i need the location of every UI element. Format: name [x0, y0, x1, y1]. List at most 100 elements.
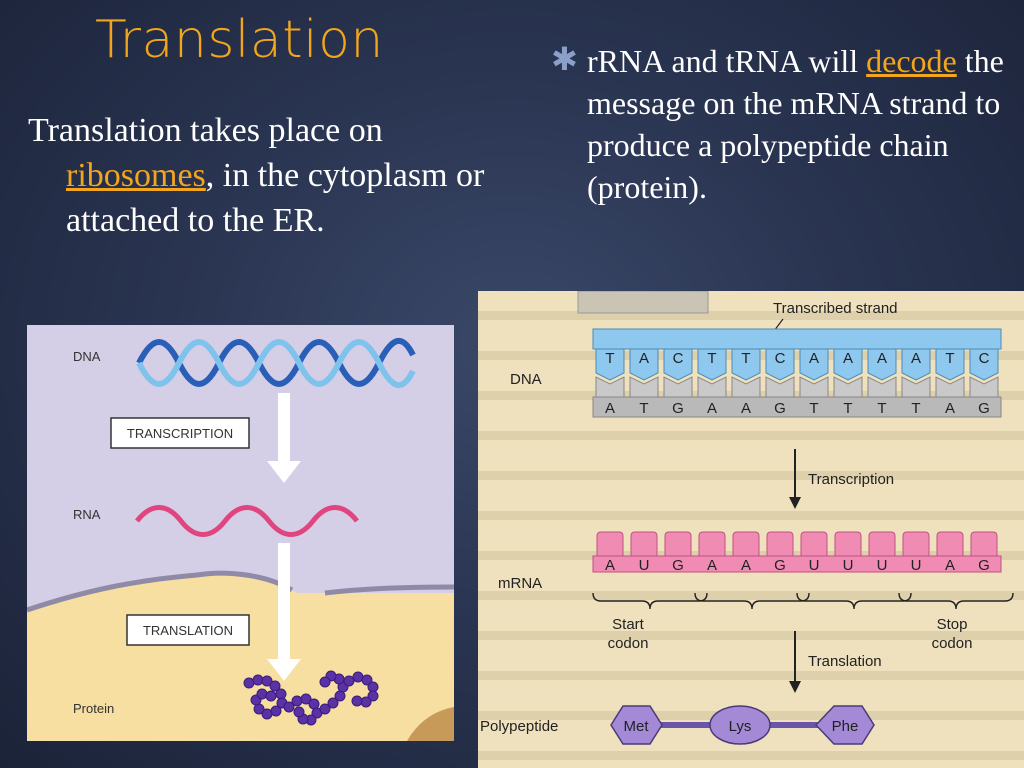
- cell-corner: [407, 707, 454, 741]
- codon-diagram: Transcribed strand TAATCGTATACGATATATATT…: [478, 291, 1024, 768]
- transcribed-strand-label: Transcribed strand: [773, 300, 898, 317]
- dna-top-base: [765, 348, 795, 381]
- mrna-base-letter: U: [809, 557, 820, 574]
- dna-bottom-base: [799, 376, 829, 398]
- mrna-base: [732, 531, 760, 557]
- mrna-label: mRNA: [498, 575, 542, 592]
- dna-bottom-backbone: [592, 396, 1002, 418]
- mrna-base: [936, 531, 964, 557]
- mrna-base: [834, 531, 862, 557]
- protein-chain: [243, 670, 379, 726]
- met-label: Met: [623, 718, 649, 735]
- dna-bottom-base-letter: T: [843, 400, 852, 417]
- dna-bottom-base-letter: A: [605, 400, 615, 417]
- protein-label: Protein: [73, 701, 114, 716]
- phe-amino-acid: [814, 705, 875, 745]
- dna-bottom-base-letter: G: [672, 400, 684, 417]
- header-tab: [577, 291, 709, 314]
- translation-label: TRANSLATION: [143, 623, 233, 638]
- mrna-base-letter: U: [911, 557, 922, 574]
- left-text-pre: Translation takes place on: [28, 112, 383, 149]
- dna-top-base-letter: T: [707, 350, 716, 367]
- dna-bottom-base-letter: G: [774, 400, 786, 417]
- down-arrow-icon: [789, 449, 801, 509]
- mrna-backbone: [592, 555, 1002, 573]
- dna-top-base-letter: T: [945, 350, 954, 367]
- rna-label: RNA: [73, 507, 101, 522]
- dna-top-base: [833, 348, 863, 381]
- rna-strand: [135, 505, 359, 537]
- dna-bottom-base-letter: A: [741, 400, 751, 417]
- dna-bottom-base-letter: T: [639, 400, 648, 417]
- mrna-base: [766, 531, 794, 557]
- mrna-base-letter: U: [639, 557, 650, 574]
- mrna-base: [970, 531, 998, 557]
- left-figure-panel: DNA TRANSCRIPTION RNA TRANSLATION: [27, 325, 454, 741]
- dna-top-base: [935, 348, 965, 381]
- dna-top-base-letter: A: [843, 350, 853, 367]
- dna-bottom-base: [697, 376, 727, 398]
- mrna-base: [698, 531, 726, 557]
- mrna-base-letter: A: [707, 557, 717, 574]
- mrna-base-letter: G: [672, 557, 684, 574]
- dna-bottom-base: [901, 376, 931, 398]
- dna-bottom-base: [867, 376, 897, 398]
- down-arrow-icon: [267, 543, 301, 681]
- lys-amino-acid: [709, 705, 771, 745]
- dna-top-base: [595, 348, 625, 381]
- codon-braces: [592, 592, 1014, 610]
- mrna-base-letter: U: [877, 557, 888, 574]
- start-codon-line2: codon: [608, 635, 649, 652]
- mrna-base: [902, 531, 930, 557]
- start-codon-line1: Start: [612, 616, 645, 633]
- mrna-base-letter: G: [774, 557, 786, 574]
- right-text-pre: rRNA and tRNA will: [587, 43, 867, 79]
- translation-box: [126, 614, 250, 646]
- dna-top-base: [799, 348, 829, 381]
- dna-bottom-base: [935, 376, 965, 398]
- ribosomes-link[interactable]: ribosomes: [66, 157, 206, 194]
- dna-bottom-base: [969, 376, 999, 398]
- dna-top-base-letter: A: [911, 350, 921, 367]
- dna-top-base: [969, 348, 999, 381]
- mrna-base-letter: U: [843, 557, 854, 574]
- left-text-post: , in the cytoplasm or attached to the ER…: [66, 157, 485, 239]
- dna-top-base-letter: C: [775, 350, 786, 367]
- dna-top-base: [663, 348, 693, 381]
- dna-top-base: [697, 348, 727, 381]
- slide-title: Translation: [95, 10, 384, 70]
- met-amino-acid: [610, 705, 663, 745]
- right-text-block: ✱ rRNA and tRNA will decode the message …: [551, 40, 1007, 208]
- dna-bottom-base-letter: T: [877, 400, 886, 417]
- mrna-base-letter: A: [945, 557, 955, 574]
- translation-label: Translation: [808, 653, 882, 670]
- dna-label: DNA: [510, 371, 542, 388]
- dna-top-base-letter: T: [741, 350, 750, 367]
- mrna-base-letter: A: [605, 557, 615, 574]
- dna-top-base: [901, 348, 931, 381]
- dna-top-base-letter: A: [877, 350, 887, 367]
- mrna-base-letter: G: [978, 557, 990, 574]
- dna-bottom-base: [595, 376, 625, 398]
- mrna-base-letter: A: [741, 557, 751, 574]
- dna-top-base-letter: A: [809, 350, 819, 367]
- dna-bottom-base: [833, 376, 863, 398]
- right-text-post: the message on the mRNA strand to produc…: [587, 43, 1004, 205]
- transcription-translation-diagram: DNA TRANSCRIPTION RNA TRANSLATION: [27, 325, 454, 741]
- transcription-label: Transcription: [808, 471, 894, 488]
- down-arrow-icon: [267, 393, 301, 483]
- transcription-box: [110, 417, 250, 449]
- dna-bottom-base: [731, 376, 761, 398]
- dna-label: DNA: [73, 349, 101, 364]
- dna-top-base-letter: T: [605, 350, 614, 367]
- asterisk-bullet-icon: ✱: [551, 40, 578, 78]
- dna-top-base: [731, 348, 761, 381]
- dna-bottom-base-letter: T: [911, 400, 920, 417]
- dna-bottom-base: [765, 376, 795, 398]
- stop-codon-line2: codon: [932, 635, 973, 652]
- decode-link[interactable]: decode: [866, 43, 957, 79]
- nucleus-region: [27, 325, 454, 610]
- nuclear-envelope-right: [324, 584, 454, 596]
